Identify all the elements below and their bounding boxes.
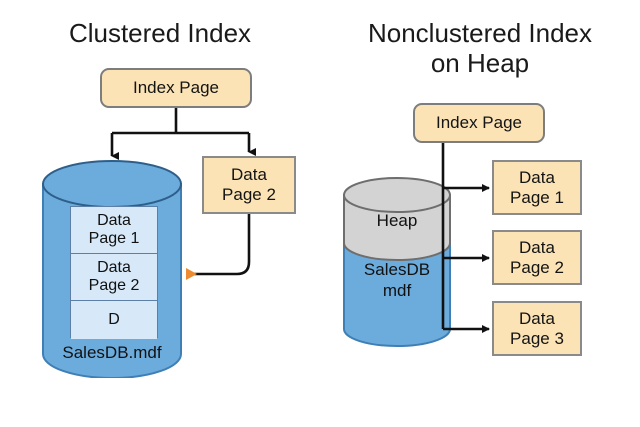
left-data-page-2-box[interactable]: Data Page 2 [202,156,296,214]
right-index-page-box[interactable]: Index Page [413,103,545,143]
right-cylinder-shape [343,177,451,347]
left-inner-page-3[interactable]: D [71,301,157,339]
page-title-nonclustered-index-on-heap: Nonclustered Index on Heap [367,18,593,78]
right-data-page-2-box[interactable]: Data Page 2 [492,230,582,285]
left-database-filename-label: SalesDB.mdf [62,343,162,362]
right-database-filename-label: SalesDB mdf [363,260,431,300]
page-title-clustered-index: Clustered Index [68,18,252,48]
left-index-page-box[interactable]: Index Page [100,68,252,108]
left-datapage-to-database-arrow [186,214,251,280]
left-inner-page-2[interactable]: Data Page 2 [71,254,157,301]
left-inner-page-1[interactable]: Data Page 1 [71,207,157,254]
left-database-cylinder: Data Page 1 Data Page 2 D SalesDB.mdf [42,160,182,379]
left-page-stack: Data Page 1 Data Page 2 D [70,206,158,339]
left-index-split-connector [110,108,256,160]
right-heap-cylinder: Heap SalesDB mdf [343,177,451,347]
right-data-page-3-box[interactable]: Data Page 3 [492,301,582,356]
right-data-page-1-box[interactable]: Data Page 1 [492,160,582,215]
right-heap-label: Heap [376,211,418,230]
